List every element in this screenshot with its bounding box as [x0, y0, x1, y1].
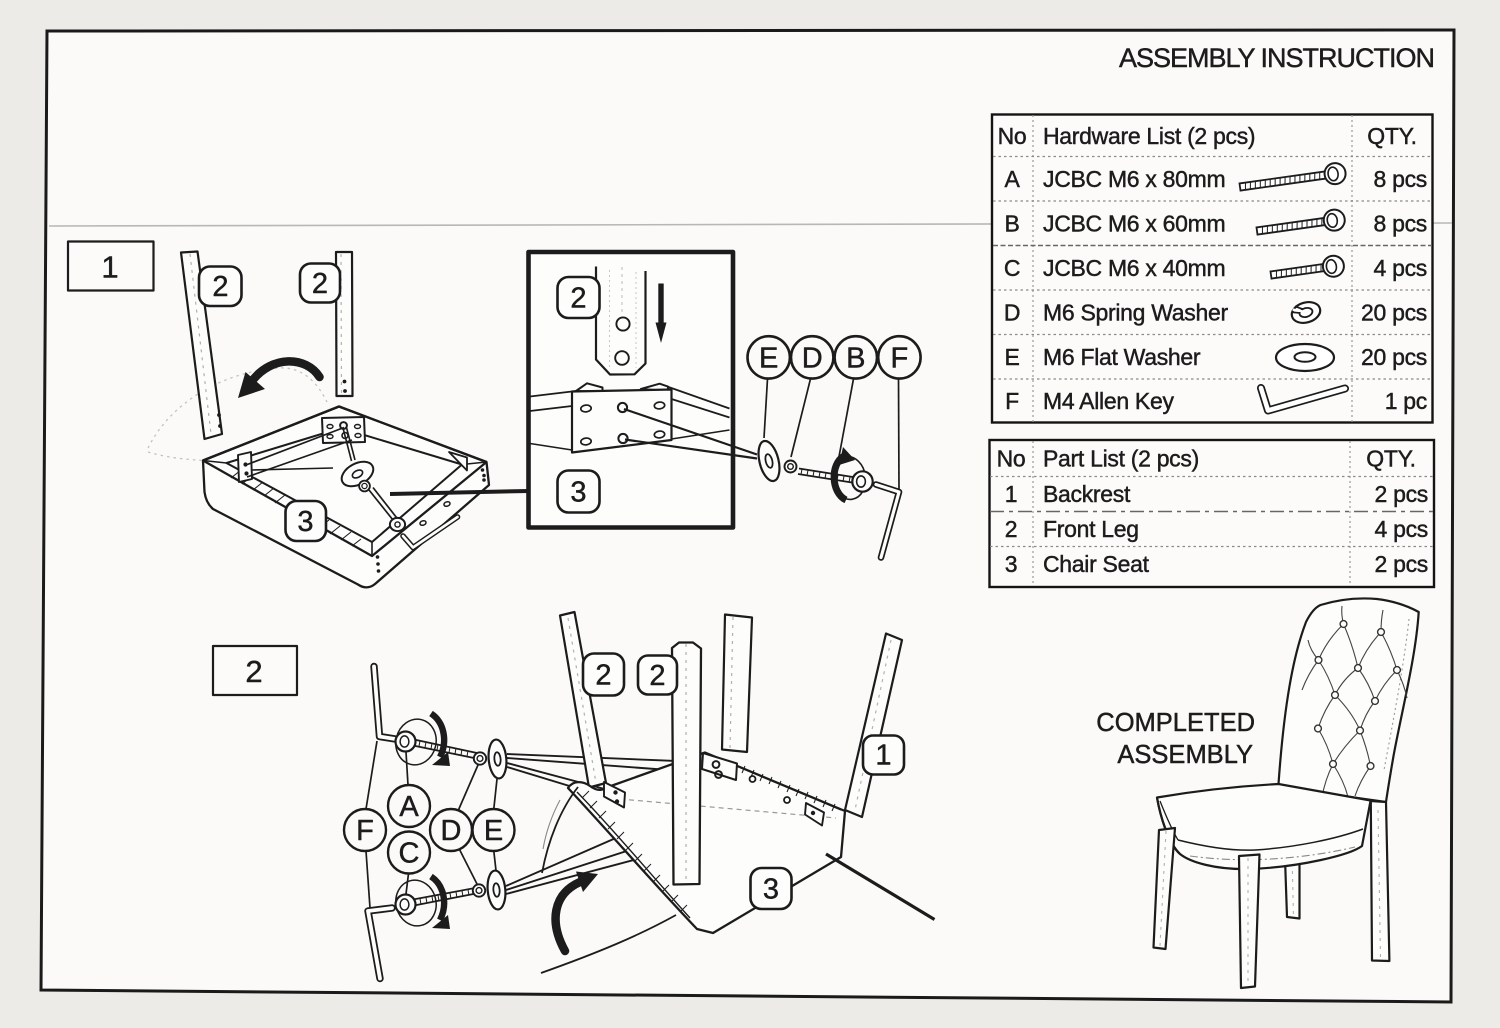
svg-text:1: 1 — [101, 250, 118, 285]
svg-text:2 pcs: 2 pcs — [1375, 551, 1428, 577]
svg-text:2: 2 — [245, 654, 262, 689]
svg-text:QTY.: QTY. — [1367, 123, 1417, 149]
svg-text:4 pcs: 4 pcs — [1375, 516, 1428, 542]
svg-text:8 pcs: 8 pcs — [1374, 166, 1427, 192]
svg-text:2: 2 — [1005, 516, 1018, 542]
svg-text:D: D — [1004, 300, 1020, 326]
svg-text:No: No — [998, 123, 1027, 149]
svg-text:QTY.: QTY. — [1366, 446, 1416, 472]
svg-text:1: 1 — [875, 740, 891, 772]
svg-text:2 pcs: 2 pcs — [1375, 481, 1428, 507]
svg-text:E: E — [759, 342, 778, 374]
svg-text:3: 3 — [570, 477, 586, 509]
svg-text:F: F — [356, 815, 374, 847]
svg-text:B: B — [1004, 211, 1019, 237]
svg-text:2: 2 — [212, 271, 228, 303]
svg-text:3: 3 — [1005, 551, 1018, 577]
svg-text:Part List (2 pcs): Part List (2 pcs) — [1043, 446, 1199, 472]
svg-text:Chair Seat: Chair Seat — [1043, 551, 1150, 577]
svg-text:2: 2 — [570, 283, 586, 315]
svg-text:20 pcs: 20 pcs — [1361, 344, 1427, 370]
svg-text:2: 2 — [649, 660, 665, 692]
svg-text:M6 Spring Washer: M6 Spring Washer — [1043, 300, 1228, 326]
svg-text:COMPLETED: COMPLETED — [1096, 709, 1255, 737]
svg-text:2: 2 — [595, 660, 611, 692]
svg-text:No: No — [997, 446, 1026, 472]
svg-text:Backrest: Backrest — [1043, 481, 1131, 507]
svg-text:B: B — [846, 342, 865, 374]
svg-text:E: E — [1004, 344, 1019, 370]
svg-text:F: F — [891, 342, 909, 374]
svg-text:3: 3 — [763, 874, 779, 906]
svg-text:JCBC M6 x 60mm: JCBC M6 x 60mm — [1043, 211, 1225, 237]
svg-text:C: C — [1004, 255, 1020, 281]
svg-text:A: A — [399, 791, 419, 823]
svg-text:D: D — [441, 815, 462, 847]
svg-text:20 pcs: 20 pcs — [1361, 300, 1427, 326]
svg-text:E: E — [484, 815, 503, 847]
svg-text:F: F — [1005, 388, 1019, 414]
svg-text:2: 2 — [312, 268, 328, 300]
svg-text:D: D — [802, 342, 823, 374]
svg-text:ASSEMBLY INSTRUCTION: ASSEMBLY INSTRUCTION — [1119, 43, 1434, 73]
svg-text:C: C — [399, 838, 420, 870]
svg-text:8 pcs: 8 pcs — [1374, 211, 1427, 237]
svg-text:4 pcs: 4 pcs — [1374, 255, 1427, 281]
svg-text:A: A — [1004, 166, 1020, 192]
svg-text:Hardware List (2 pcs): Hardware List (2 pcs) — [1043, 123, 1255, 149]
svg-text:ASSEMBLY: ASSEMBLY — [1117, 741, 1253, 769]
svg-text:M4 Allen Key: M4 Allen Key — [1043, 388, 1174, 414]
svg-text:JCBC M6 x 80mm: JCBC M6 x 80mm — [1043, 166, 1225, 192]
svg-text:Front Leg: Front Leg — [1043, 516, 1139, 542]
svg-text:JCBC M6 x 40mm: JCBC M6 x 40mm — [1043, 255, 1225, 281]
svg-text:M6 Flat Washer: M6 Flat Washer — [1043, 344, 1201, 370]
svg-text:3: 3 — [297, 506, 313, 538]
svg-text:1: 1 — [1005, 481, 1018, 507]
svg-text:1 pc: 1 pc — [1385, 388, 1427, 414]
